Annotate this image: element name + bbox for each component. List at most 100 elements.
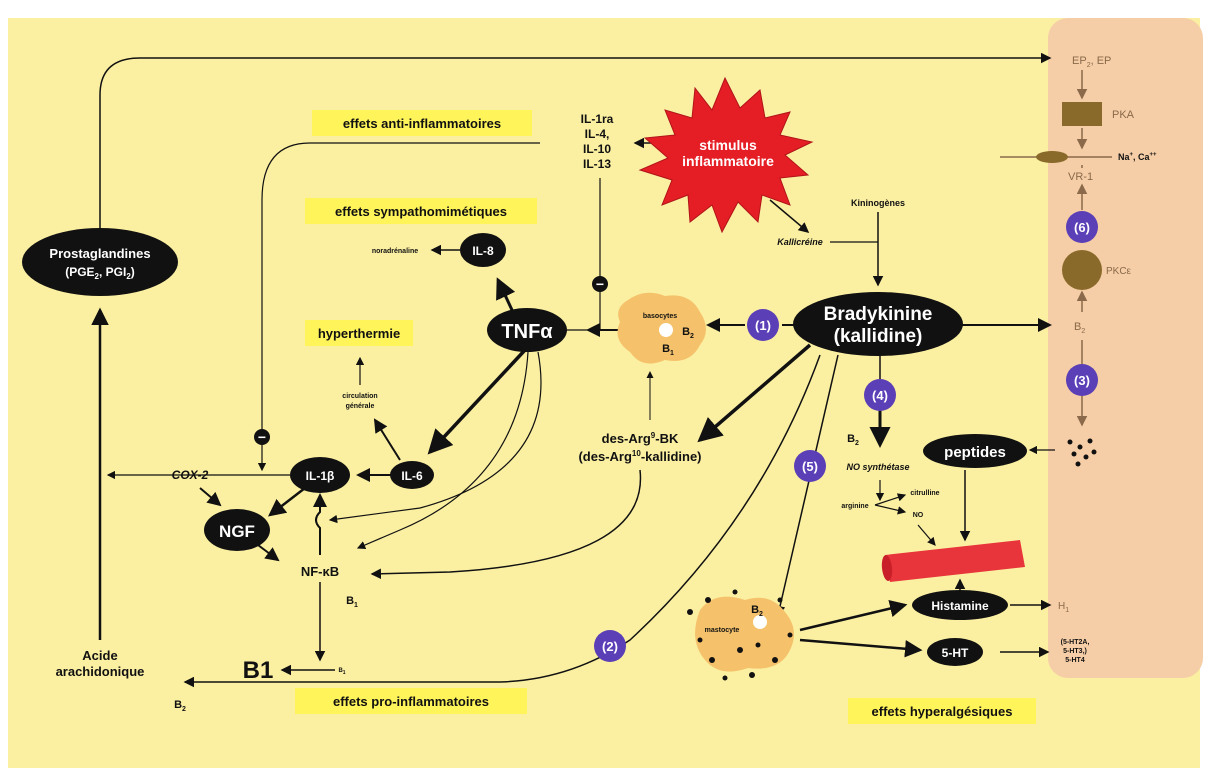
pka-label: PKA: [1112, 109, 1135, 121]
curve-tnf-ngf: [328, 351, 542, 524]
curve-brady-acide: [183, 354, 821, 688]
prostaglandines-sublabel: (PGE2, PGI2): [65, 265, 135, 281]
prostaglandines-label: Prostaglandines: [49, 246, 150, 261]
ep2-label: EP2, EP: [1072, 55, 1111, 69]
generale-label: générale: [346, 403, 375, 410]
neuron-sidebar: [1048, 18, 1203, 678]
pkc-label: PKCε: [1106, 266, 1132, 277]
node-ngf: [204, 509, 270, 551]
no-synthase-label: NO synthétase: [846, 462, 909, 472]
svg-text:(2): (2): [602, 639, 618, 654]
step-badge-6: (6): [1066, 211, 1098, 243]
stimulus-label-1: stimulus: [699, 137, 757, 153]
b2-no-label: B2: [847, 433, 859, 447]
circulation-label: circulation: [342, 393, 377, 400]
baso-b1-label: B1: [662, 343, 674, 357]
note-box-hyperthermie: [305, 320, 413, 346]
node-il1b: [290, 457, 350, 493]
node-tnf: [487, 308, 567, 352]
kallidine-label: (kallidine): [834, 326, 923, 347]
arrow-masto-histamine: [799, 599, 908, 632]
arrow-tnf-il6: [427, 348, 527, 455]
h1-label: H1: [1058, 601, 1069, 614]
svg-text:(5): (5): [802, 459, 818, 474]
inhibition-sign: −: [596, 276, 604, 292]
step-badge-2: (2): [594, 630, 626, 662]
mastocyte-label: mastocyte: [705, 627, 740, 634]
arrow-il1b-ngf: [268, 487, 306, 517]
arrow-prostaglandines-ep2: [99, 52, 1052, 232]
note-box-anti: [312, 110, 532, 136]
arrow-tnf-il8: [496, 277, 516, 311]
arachidonique-label: arachidonique: [56, 664, 145, 679]
tnf-label: TNFα: [501, 321, 553, 343]
peptides-label: peptides: [944, 444, 1006, 461]
b1-tiny-label: B1: [338, 668, 345, 676]
note-box-pro: [295, 688, 527, 714]
step-badge-4: (4): [864, 379, 896, 411]
desarg-label-2: (des-Arg10-kallidine): [578, 449, 701, 464]
node-bradykinine: [793, 292, 963, 356]
kininogenes-label: Kininogènes: [851, 198, 905, 208]
svg-text:(4): (4): [872, 388, 888, 403]
arrow-masto-5ht: [799, 638, 923, 658]
arrow-no-vessel: [917, 524, 936, 546]
inhibition-marker: [592, 276, 608, 292]
il-item: IL-4,: [585, 127, 610, 141]
note-box-hyperalg: [848, 698, 1036, 724]
svg-text:(3): (3): [1074, 373, 1090, 388]
pka-box: [1062, 102, 1102, 126]
svg-text:(6): (6): [1074, 220, 1090, 235]
node-histamine: [912, 590, 1008, 620]
note-sympathomimetiques: effets sympathomimétiques: [335, 204, 507, 219]
arginine-label: arginine: [841, 503, 868, 510]
bradykinine-label: Bradykinine: [824, 304, 933, 325]
stimulus-label-2: inflammatoire: [682, 153, 774, 169]
b1-big-label: B1: [243, 657, 274, 684]
vr1-label: VR-1: [1068, 171, 1093, 183]
arrow-cox2-ngf: [199, 487, 222, 507]
arrow-stimulus-kallicreine: [769, 199, 810, 233]
arrow-il6-circulation: [373, 418, 401, 461]
inhibition-marker: [254, 429, 270, 445]
peptide-dots: [1067, 438, 1097, 467]
kallicreine-label: Kallicréine: [777, 237, 823, 247]
arrow-nfkb-il1b: [313, 493, 327, 555]
citrulline-label: citrulline: [910, 490, 939, 497]
5ht-label: 5-HT: [942, 646, 969, 660]
node-il6: [390, 461, 434, 489]
arrow-brady-mastocyte: [774, 354, 839, 617]
step-badge-1: (1): [747, 309, 779, 341]
arrow-arginine-no: [874, 504, 907, 515]
nfkb-label: NF-κB: [301, 564, 339, 579]
baso-b2-label: B2: [682, 326, 694, 340]
basocytes-label: basocytes: [643, 313, 677, 320]
note-box-sympath: [305, 198, 537, 224]
curve-desarg-nfkb: [370, 469, 642, 580]
note-hyperthermie: hyperthermie: [318, 326, 400, 341]
step-badge-5: (5): [794, 450, 826, 482]
receptors-label-3: 5-HT4: [1065, 657, 1085, 664]
il-item: IL-13: [583, 157, 611, 171]
receptors-label-1: (5-HT2A,: [1061, 639, 1090, 646]
noradrenaline-label: noradrénaline: [372, 248, 418, 255]
step-badge-3: (3): [1066, 364, 1098, 396]
mastocyte-nucleus: [753, 615, 767, 629]
b2-acide-label: B2: [174, 699, 186, 713]
blood-vessel: [885, 540, 1025, 582]
il-item: IL-10: [583, 142, 611, 156]
receptors-label-2: 5-HT3,): [1063, 648, 1087, 655]
note-pro-inflammatoires: effets pro-inflammatoires: [333, 694, 489, 709]
cox2-label: COX-2: [172, 468, 209, 482]
line-il-anti-inflammatory: [261, 142, 540, 445]
stimulus-starburst: [638, 76, 814, 234]
b1-small-label: B1: [346, 595, 358, 609]
svg-text:(1): (1): [755, 318, 771, 333]
masto-b2-label: B2: [751, 604, 763, 618]
ngf-label: NGF: [219, 522, 255, 541]
mastocyte-granules: [687, 589, 793, 681]
node-prostaglandines: [22, 228, 178, 296]
arrow-ngf-nfkb: [257, 544, 280, 562]
na-ca-label: Na+, Ca++: [1118, 152, 1157, 162]
